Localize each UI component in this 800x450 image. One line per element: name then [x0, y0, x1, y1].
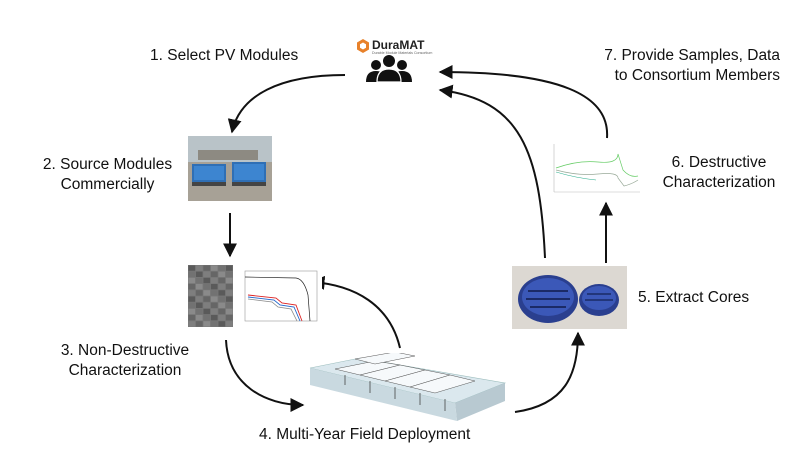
step-5-label: 5. Extract Cores: [638, 288, 749, 308]
el-cell: [225, 265, 233, 271]
step-2-line-1: 2. Source Modules: [42, 156, 173, 173]
el-cell: [195, 271, 203, 277]
el-cell: [225, 308, 233, 315]
duramat-tagline: Durable Module Materials Consortium: [372, 51, 433, 55]
el-cell: [210, 315, 218, 321]
el-cell: [195, 265, 203, 271]
el-cell: [195, 277, 203, 284]
el-cell: [210, 271, 218, 277]
el-cell: [218, 296, 226, 302]
iv-curve-plot: [236, 265, 322, 327]
solar-array-icon: [305, 353, 510, 425]
el-cell: [218, 308, 226, 315]
el-cell: [225, 290, 233, 296]
duramat-mark-icon: [357, 39, 369, 53]
arrow-3-to-4: [225, 339, 305, 412]
arrow-4-to-3: [310, 275, 401, 349]
step-3-line-1: 3. Non-Destructive: [60, 342, 190, 359]
step-1-label: 1. Select PV Modules: [150, 46, 298, 66]
el-cell: [210, 308, 218, 315]
el-cell: [188, 321, 196, 327]
el-cell: [195, 308, 203, 315]
arrow-7-to-1: [438, 65, 609, 139]
arrow-1-to-2: [227, 74, 346, 134]
el-cell: [195, 315, 203, 321]
el-cell: [188, 290, 196, 296]
el-cell: [203, 308, 211, 315]
el-cell: [210, 265, 218, 271]
el-cell: [203, 296, 211, 302]
el-cell: [218, 265, 226, 271]
el-cell: [203, 265, 211, 271]
el-cell: [218, 271, 226, 277]
el-cell: [195, 296, 203, 302]
el-cell: [203, 271, 211, 277]
el-cell: [225, 296, 233, 302]
arrow-4-to-5: [514, 331, 585, 413]
el-cell: [225, 271, 233, 277]
module-cores-photo: [512, 266, 627, 329]
el-cell: [210, 296, 218, 302]
el-cell: [210, 302, 218, 308]
el-cell: [188, 302, 196, 308]
el-cell: [218, 284, 226, 290]
el-cell: [218, 315, 226, 321]
step-6-label: 6. Destructive Characterization: [644, 153, 794, 193]
arrow-5-to-1: [438, 84, 546, 259]
el-cell: [195, 290, 203, 296]
destructive-characterization-plot: [548, 140, 643, 200]
pv-modules-photo: [188, 136, 272, 201]
el-cell: [203, 321, 211, 327]
el-cell: [188, 265, 196, 271]
step-5-line-1: 5. Extract Cores: [638, 289, 750, 306]
step-3-line-2: Characterization: [68, 362, 182, 379]
el-cell: [195, 321, 203, 327]
el-cell: [188, 308, 196, 315]
el-cell: [203, 284, 211, 290]
el-cell: [210, 277, 218, 284]
step-6-line-2: Characterization: [662, 174, 776, 191]
el-cell: [195, 302, 203, 308]
step-4-label: 4. Multi-Year Field Deployment: [259, 425, 470, 445]
step-4-line-1: 4. Multi-Year Field Deployment: [259, 426, 471, 443]
step-7-line-2: to Consortium Members: [614, 67, 780, 84]
el-cell: [210, 284, 218, 290]
el-cell: [188, 284, 196, 290]
el-cell: [225, 302, 233, 308]
el-cell: [218, 321, 226, 327]
el-cell: [203, 290, 211, 296]
duramat-logo-text: DuraMAT: [372, 38, 425, 52]
step-7-line-1: 7. Provide Samples, Data: [604, 47, 780, 64]
el-cell: [225, 321, 233, 327]
el-cell: [188, 271, 196, 277]
el-cell: [203, 315, 211, 321]
step-1-line-1: 1. Select PV Modules: [150, 47, 299, 64]
el-cell: [225, 277, 233, 284]
step-6-line-1: 6. Destructive: [671, 154, 767, 171]
step-2-line-2: Commercially: [60, 176, 155, 193]
electroluminescence-image: [188, 265, 233, 327]
el-cell: [225, 284, 233, 290]
step-3-label: 3. Non-Destructive Characterization: [45, 341, 205, 381]
duramat-logo: DuraMAT Durable Module Materials Consort…: [355, 37, 445, 59]
el-cell: [188, 315, 196, 321]
el-cell: [188, 277, 196, 284]
el-cell: [218, 302, 226, 308]
el-cell: [210, 290, 218, 296]
el-cell: [210, 321, 218, 327]
el-cell: [225, 315, 233, 321]
el-cell: [218, 277, 226, 284]
step-7-label: 7. Provide Samples, Data to Consortium M…: [560, 46, 780, 86]
el-cell: [218, 290, 226, 296]
el-cell: [188, 296, 196, 302]
step-2-label: 2. Source Modules Commercially: [30, 155, 185, 195]
el-cell: [203, 277, 211, 284]
el-cell: [195, 284, 203, 290]
el-cell: [203, 302, 211, 308]
